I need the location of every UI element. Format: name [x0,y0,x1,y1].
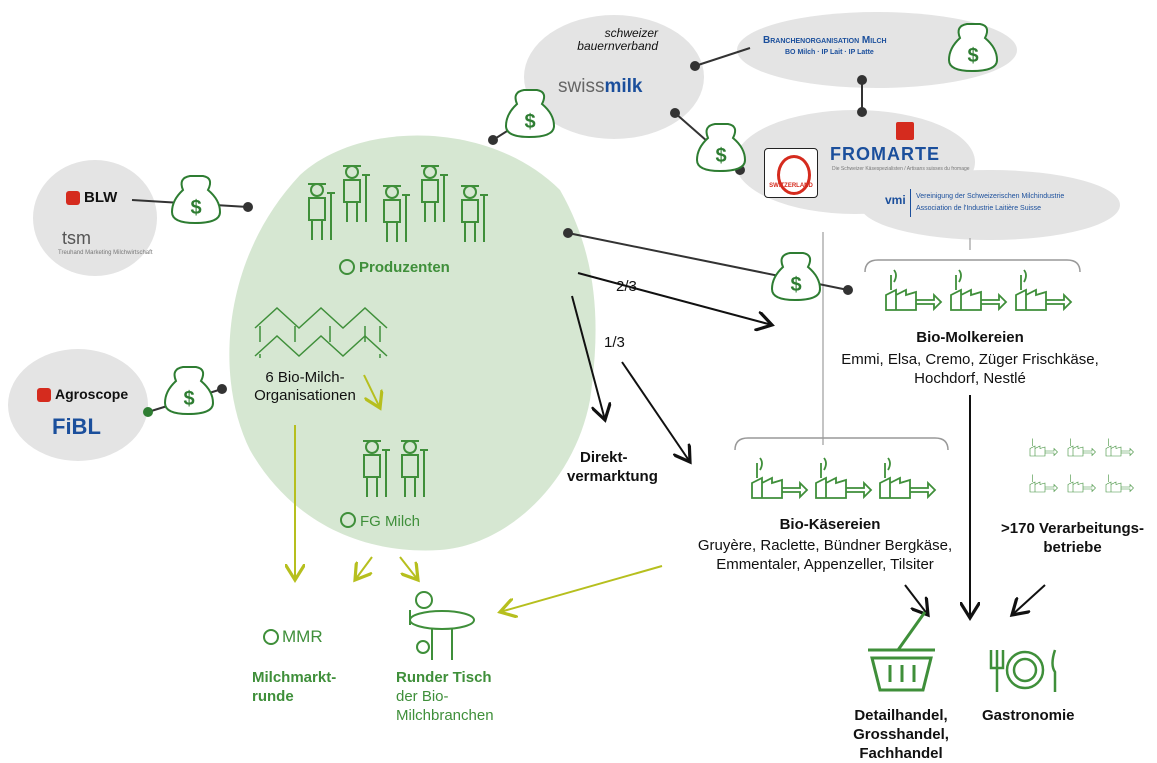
flow-share-kaesereien: 1/3 [604,334,625,351]
cutlery-icon [989,649,1057,692]
blw-logo: BLW [84,189,118,206]
svg-text:$: $ [790,274,801,296]
kaesereien-bracket [734,437,949,451]
bo-ellipse [737,12,1017,88]
swissmilk-ellipse [524,15,704,139]
producer-area [229,135,596,551]
bio-orgs-label-line2: Organisationen [254,387,356,404]
sbv-logo-line2: bauernverband [577,39,658,53]
vmi-name-fr: Association de l'Industrie Laitière Suis… [916,205,1042,212]
bo-milch-subtitle: BO Milch · IP Lait · IP Latte [785,49,874,56]
svg-text:$: $ [183,388,194,410]
agroscope-logo: Agroscope [55,386,129,402]
molkereien-title: Bio-Molkereien [916,329,1024,346]
molkereien-bracket [864,259,1081,273]
svg-text:$: $ [715,145,726,167]
money-bag-icon [770,252,822,302]
vmi-name-de: Vereinigung der Schweizerischen Milchind… [916,193,1065,200]
kaesereien-title: Bio-Käsereien [779,516,881,533]
houses-icon [254,306,388,358]
bio-bud-icon [263,259,430,654]
factory-icon [751,269,1073,500]
direktvermarktung-line1: Direkt- [580,449,628,466]
gastronomie-label: Gastronomie [982,707,1075,724]
svg-text:$: $ [967,45,978,67]
vmi-ellipse [860,170,1120,240]
bio-orgs-label-line1: 6 Bio-Milch- [265,369,345,386]
fg-milch-label: FG Milch [360,513,420,530]
runder-tisch-line1: der Bio- [396,688,449,705]
molkereien-line2: Hochdorf, Nestlé [914,370,1026,387]
molkereien-line1: Emmi, Elsa, Cremo, Züger Frischkäse, [841,351,1099,368]
fromarte-flag-icon [896,122,914,140]
runder-tisch-title: Runder Tisch [396,669,492,686]
factory-icon [1029,438,1134,493]
bo-milch-logo: Branchenorganisation Milch [763,35,887,46]
kaesereien-line1: Gruyère, Raclette, Bündner Bergkäse, [697,537,953,554]
sbv-logo-line1: schweizer [604,26,658,40]
switzerland-cheese-logo: SWITZERLAND [764,148,818,198]
handel-line2: Grosshandel, [853,726,949,743]
swiss-flag-icon [37,388,51,402]
verarbeitung-line2: betriebe [1043,539,1102,556]
money-bag-icon [947,23,999,73]
farmer-icon [308,165,488,497]
vmi-logo: vmi [885,193,906,207]
tsm-logo: tsm [62,228,91,248]
mmr-full-line2: runde [252,688,294,705]
swissmilk-logo: swissmilk [558,76,643,97]
swiss-flag-icon [66,191,80,205]
round-table-icon [409,591,475,660]
direktvermarktung-line2: vermarktung [567,468,658,485]
mmr-label: MMR [282,627,323,646]
basket-icon [868,611,935,692]
blw-ellipse [33,160,157,276]
fromarte-logo: FROMARTE [830,144,940,164]
handel-line1: Detailhandel, [854,707,948,724]
mmr-full-line1: Milchmarkt- [252,669,337,686]
tsm-subtitle: Treuhand Marketing Milchwirtschaft [58,250,153,256]
fromarte-subtitle: Die Schweizer Käsespezialisten / Artisan… [832,166,970,172]
verarbeitung-line1: >170 Verarbeitungs- [1001,520,1144,537]
svg-text:$: $ [190,197,201,219]
money-bag-icon [163,366,215,416]
money-bag-icon [695,123,747,173]
money-bag-icon [504,89,556,139]
flow-share-molkereien: 2/3 [616,278,637,295]
handel-line3: Fachhandel [859,745,943,762]
agroscope-ellipse [8,349,148,461]
runder-tisch-line2: Milchbranchen [396,707,494,724]
svg-text:$: $ [524,111,535,133]
produzenten-label: Produzenten [359,259,450,276]
money-bag-icon [170,175,222,225]
fibl-logo: FiBL [52,414,101,439]
kaesereien-line2: Emmentaler, Appenzeller, Tilsiter [716,556,934,573]
